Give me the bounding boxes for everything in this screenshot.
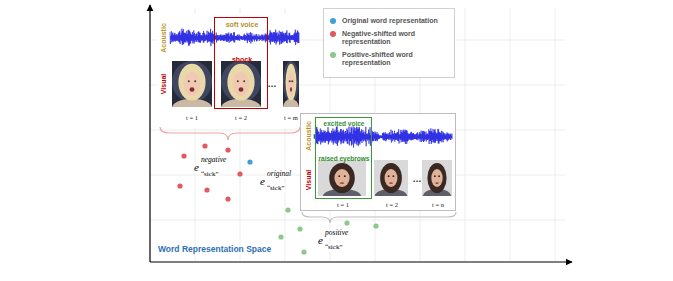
word-point — [225, 196, 230, 201]
video-frame — [422, 160, 452, 196]
word-point — [237, 171, 242, 176]
word-point — [202, 143, 207, 148]
legend-item: Original word representation — [330, 17, 449, 25]
brace — [302, 212, 456, 223]
highlight-box: soft voice shock — [214, 17, 268, 109]
time-step: t = 2 — [235, 115, 247, 122]
legend-item: Positive-shifted word representation — [330, 51, 449, 67]
legend-text: Negative-shifted word representation — [342, 30, 449, 46]
video-frame — [283, 61, 299, 107]
subscript: “sick” — [325, 244, 343, 251]
cue-label: shock — [232, 56, 252, 63]
brace — [160, 127, 300, 140]
video-frame — [172, 61, 212, 107]
legend-swatch — [330, 18, 336, 24]
waveform — [170, 29, 299, 47]
highlight-box: excited voice raised eyebrows — [315, 117, 372, 199]
modality-panel: AcousticVisual t = 1 t = 2 … t = n excited vo… — [300, 113, 456, 211]
cue-label: soft voice — [226, 21, 259, 28]
superscript: negative — [201, 156, 226, 164]
vector-symbol: e — [194, 162, 199, 173]
word-point — [247, 159, 252, 164]
grid-line — [151, 220, 565, 221]
axis-title: Word Representation Space — [158, 245, 271, 254]
word-point — [177, 183, 182, 188]
y-axis — [149, 5, 150, 262]
grid-line — [555, 8, 556, 261]
word-point — [204, 187, 209, 192]
modality-label: Acoustic — [305, 121, 312, 151]
modality-panel: AcousticVisual t = 1 t = 2 … t = m soft voice… — [157, 14, 300, 128]
word-point — [373, 223, 378, 228]
video-frame — [221, 61, 261, 107]
ellipsis: … — [268, 80, 277, 89]
legend-item: Negative-shifted word representation — [330, 30, 449, 46]
superscript: original — [267, 170, 291, 178]
word-point — [285, 207, 290, 212]
word-point — [225, 147, 230, 152]
modality-label: Visual — [160, 74, 167, 95]
cue-label: raised eyebrows — [319, 156, 370, 163]
waveform — [314, 126, 452, 147]
vector-symbol: e — [318, 235, 323, 246]
vector-symbol: e — [260, 176, 265, 187]
modality-label: Acoustic — [160, 23, 167, 53]
word-point — [344, 220, 349, 225]
word-point — [278, 234, 283, 239]
time-step: t = m — [284, 115, 298, 122]
legend-swatch — [330, 31, 336, 37]
subscript: “sick” — [267, 185, 285, 192]
word-point — [297, 226, 302, 231]
grid — [151, 8, 565, 261]
time-step: t = n — [432, 202, 444, 209]
legend-text: Original word representation — [342, 17, 438, 25]
legend-swatch — [330, 52, 336, 58]
word-points — [177, 143, 378, 254]
time-step: t = 1 — [337, 202, 349, 209]
grid-line — [510, 8, 511, 261]
modality-label: Visual — [305, 170, 312, 191]
video-frame — [374, 160, 408, 196]
time-step: t = 2 — [386, 202, 398, 209]
cue-label: excited voice — [324, 121, 365, 128]
grid-line — [465, 8, 466, 261]
x-axis — [150, 261, 572, 262]
time-step: t = 1 — [186, 115, 198, 122]
legend: Original word representationNegative-shi… — [323, 8, 455, 78]
legend-text: Positive-shifted word representation — [342, 51, 449, 67]
word-point — [181, 153, 186, 158]
video-frame — [318, 160, 366, 196]
word-point — [301, 249, 306, 254]
superscript: positive — [325, 229, 348, 237]
ellipsis: … — [413, 175, 422, 184]
subscript: “sick” — [201, 171, 219, 178]
